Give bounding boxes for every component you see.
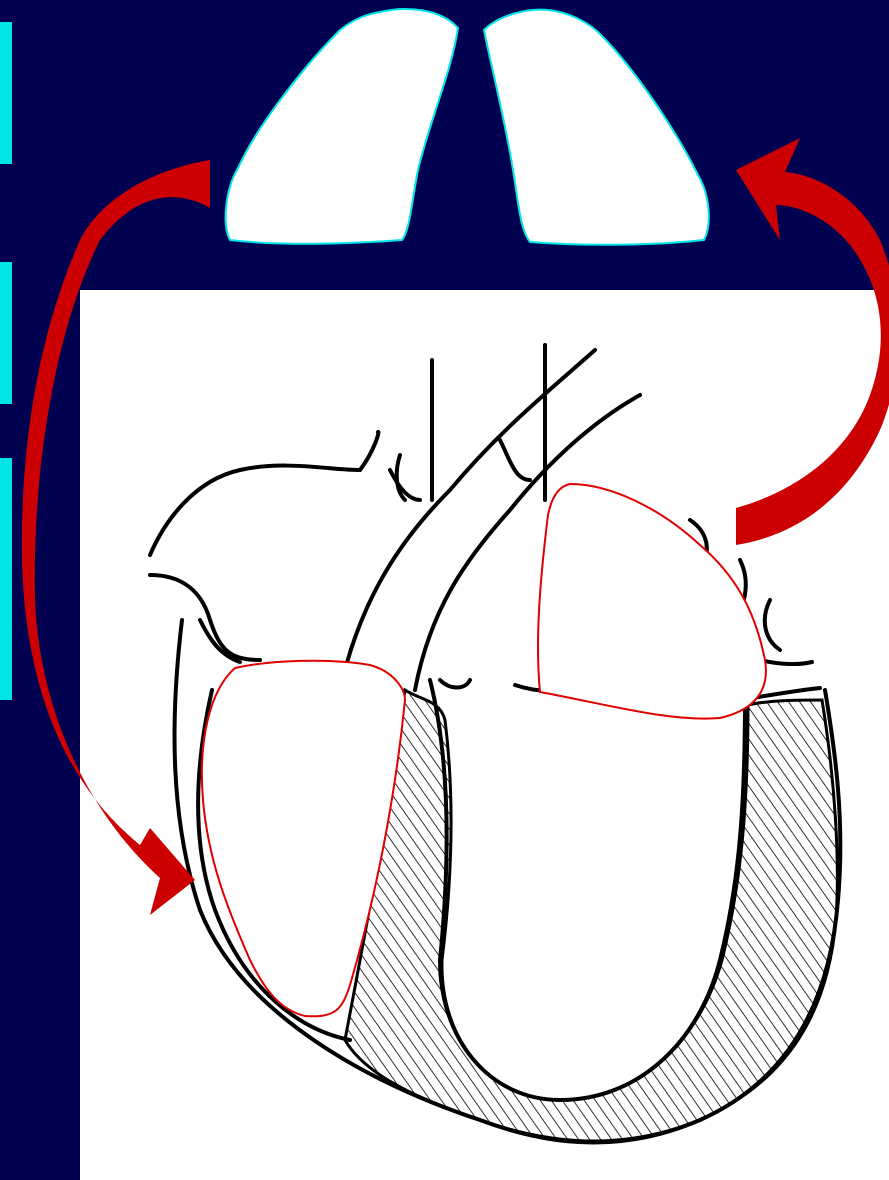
arrow-to-lungs (736, 138, 889, 545)
septum-hatching (345, 690, 837, 1141)
lung-right (484, 10, 709, 245)
lung-left (226, 9, 458, 244)
arrow-from-lungs (22, 160, 210, 915)
left-atrium-highlight (538, 484, 766, 719)
